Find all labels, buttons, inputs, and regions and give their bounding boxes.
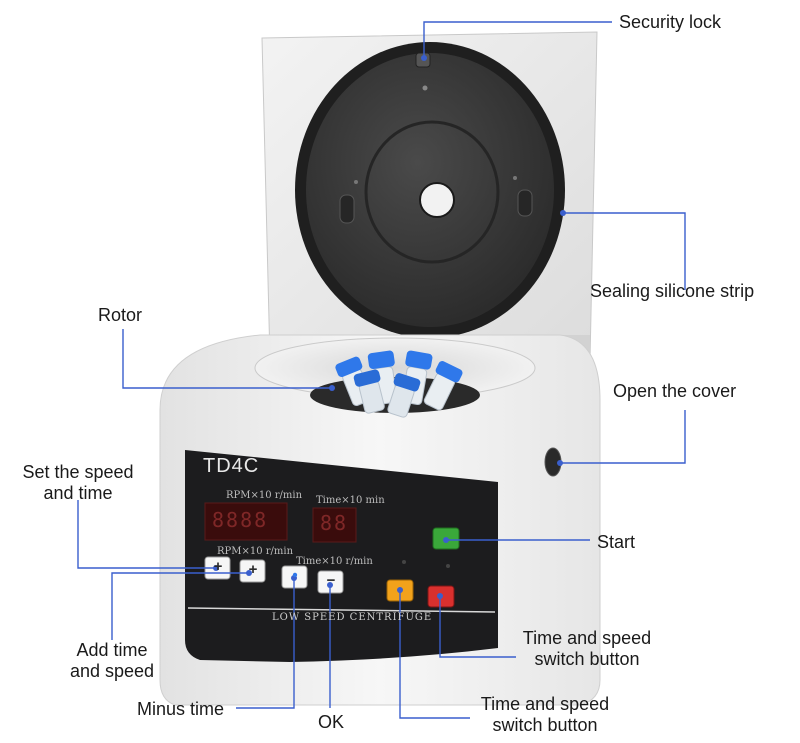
lid-screw <box>422 85 428 91</box>
indicator-led <box>446 564 450 568</box>
speed-display <box>204 502 288 541</box>
callout-security-lock: Security lock <box>619 12 722 32</box>
callout-set-speed-time: Set the speed and time <box>16 462 140 504</box>
leader-lines <box>77 21 686 719</box>
speed-display-label: RPM×10 r/min <box>226 490 303 501</box>
speed-digits: 8888 <box>212 508 269 532</box>
callout-time-speed-switch-b: Time and speed switch button <box>470 694 620 736</box>
callout-ok: OK <box>318 712 345 732</box>
set-key-glyph: + <box>213 558 223 575</box>
callout-switch-a-line2: switch button <box>534 649 640 669</box>
speed-key-label: RPM×10 r/min <box>217 546 294 557</box>
callout-time-speed-switch-a: Time and speed switch button <box>512 628 662 670</box>
panel-caption: LOW SPEED CENTRIFUGE <box>272 612 433 623</box>
callout-add-time-line1: Add time <box>76 640 148 660</box>
indicator-led <box>402 560 406 564</box>
callout-start: Start <box>597 532 636 552</box>
time-display-label: Time×10 min <box>316 495 385 506</box>
callout-switch-b-line2: switch button <box>492 715 598 735</box>
time-digits: 88 <box>320 511 349 535</box>
callout-sealing-strip: Sealing silicone strip <box>590 281 755 301</box>
callout-set-speed-time-line1: Set the speed <box>22 462 134 482</box>
callout-set-speed-time-line2: and time <box>43 483 113 503</box>
time-key-label: Time×10 r/min <box>296 556 373 567</box>
minus-key-glyph: − <box>326 572 336 589</box>
callout-minus-time: Minus time <box>137 699 225 719</box>
callout-switch-a-line1: Time and speed <box>522 628 652 648</box>
callout-switch-b-line1: Time and speed <box>480 694 610 714</box>
lid-plate-ring <box>364 120 500 264</box>
time-display <box>312 507 357 543</box>
callout-open-cover: Open the cover <box>613 381 737 401</box>
add-key-glyph: + <box>248 561 258 578</box>
ok-key-glyph: • <box>292 567 298 584</box>
callout-rotor: Rotor <box>98 305 143 325</box>
lid-slot-left <box>339 194 355 224</box>
callout-add-time: Add time and speed <box>62 640 162 682</box>
lid-screw <box>354 180 358 184</box>
tubes <box>335 350 463 418</box>
add-key <box>239 559 266 583</box>
callout-add-time-line2: and speed <box>69 661 155 681</box>
lid-screw <box>513 176 517 180</box>
lid-slot-right <box>517 189 533 217</box>
model-label: TD4C <box>203 455 260 477</box>
panel-divider <box>187 607 496 613</box>
lid-center-hole <box>419 182 455 218</box>
leader-dots <box>213 55 566 599</box>
